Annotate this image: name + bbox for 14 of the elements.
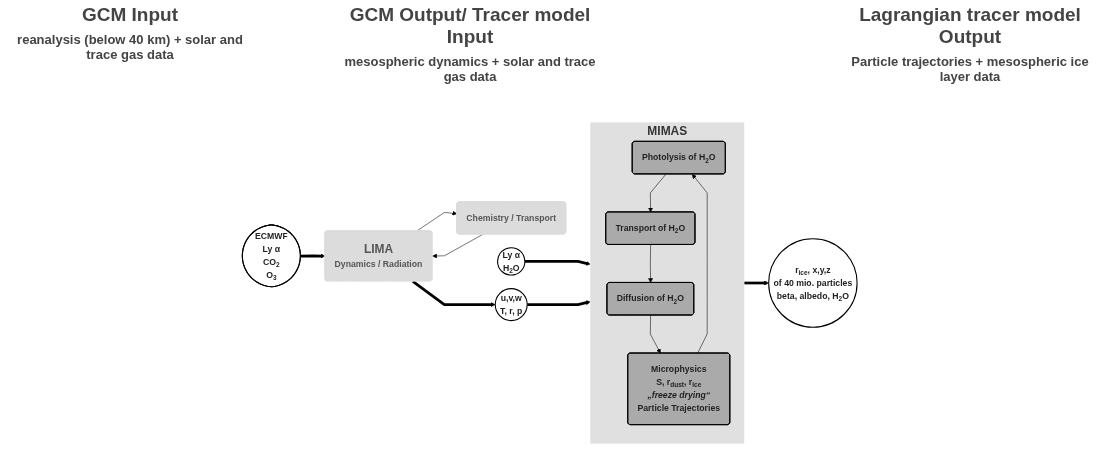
node-circle: Ly α H$_{2}$O [497,247,526,276]
arrow [527,300,591,306]
arrow [300,253,326,259]
column-description: mesospheric dynamics + solar and trace gas data [343,54,597,84]
arrow [412,280,496,307]
column-heading: Lagrangian tracer model Output [858,4,1082,48]
column-description: reanalysis (below 40 km) + solar and trace gas data [16,32,244,62]
node-circle: u,v,w T, r, p [494,288,528,322]
column-heading: GCM Output/ Tracer model Input [348,4,592,48]
column-heading: GCM Input [81,4,179,26]
arrow [744,280,770,286]
column-description: Particle trajectories + mesospheric ice layer data [850,54,1090,84]
arrow [525,260,591,266]
node-circle: r$_{ice}$, x,y,z of 40 mio. particles beta, albedo, H$_{2}$O [768,238,858,328]
